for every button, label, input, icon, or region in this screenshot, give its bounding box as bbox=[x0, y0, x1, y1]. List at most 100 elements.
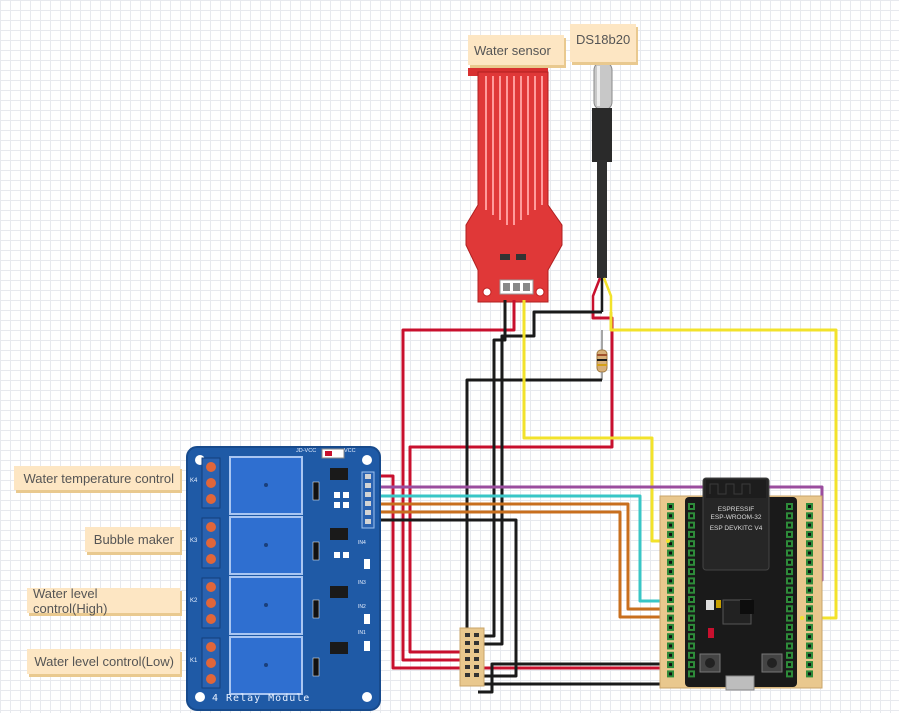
esp32-led bbox=[708, 628, 714, 638]
esp32-pin-hole bbox=[788, 635, 791, 639]
esp32-brand: ESPRESSIF bbox=[717, 506, 755, 513]
esp32-pin-hole bbox=[808, 607, 811, 611]
wire-red-relay-vcc bbox=[372, 474, 472, 670]
relay-jumper-header bbox=[321, 448, 345, 459]
relay-led-in3: IN3 bbox=[358, 580, 366, 586]
esp32-pin-hole bbox=[808, 653, 811, 657]
esp32-pin-hole bbox=[788, 616, 791, 620]
esp32-pin-hole bbox=[788, 625, 791, 629]
esp32-pin-hole bbox=[690, 672, 693, 676]
esp32-pin-hole bbox=[808, 644, 811, 648]
esp32-pin-hole bbox=[788, 663, 791, 667]
esp32-pin-hole bbox=[788, 523, 791, 527]
esp32-boot-button-cap bbox=[705, 658, 715, 668]
optocoupler bbox=[330, 468, 348, 480]
relay-input-pins bbox=[365, 474, 371, 524]
relay-module bbox=[186, 446, 381, 711]
wire-cyan-in3 bbox=[372, 494, 668, 603]
esp32-ic bbox=[740, 600, 754, 614]
relay-small-components bbox=[334, 492, 370, 651]
pullup-resistor bbox=[596, 330, 608, 380]
esp32-pin-hole bbox=[669, 560, 672, 564]
esp32-pin-hole bbox=[808, 532, 811, 536]
esp32-antenna-trace bbox=[709, 483, 751, 495]
relay-terminals bbox=[201, 457, 221, 689]
esp32-pin-hole bbox=[669, 616, 672, 620]
water-sensor-hole-left bbox=[482, 287, 492, 297]
esp32-pin-hole bbox=[808, 672, 811, 676]
wire-yellow-sensor-signal bbox=[522, 300, 668, 543]
esp32-pin-hole bbox=[669, 598, 672, 601]
esp32-pin-hole bbox=[690, 625, 693, 629]
wire-black-sensor-gnd bbox=[472, 300, 507, 638]
relay-channel-k3: K3 bbox=[190, 538, 198, 544]
esp32-module-name: ESP-WROOM-32 bbox=[710, 514, 762, 521]
relay-jumper bbox=[325, 451, 332, 456]
relay-vcc-label: VCC bbox=[344, 448, 356, 454]
wire-red-probe-power bbox=[408, 312, 614, 654]
esp32-pin-hole bbox=[669, 532, 672, 536]
wire-red-sensor-power bbox=[401, 300, 516, 662]
esp32-pin-hole bbox=[669, 672, 672, 676]
relay-diodes bbox=[312, 481, 320, 677]
water-sensor-chip-1 bbox=[500, 254, 510, 260]
esp32-pin-hole bbox=[669, 579, 672, 583]
wire-endpoint bbox=[800, 616, 804, 620]
water-sensor-pin-signal bbox=[523, 283, 530, 291]
esp32-pin-hole bbox=[808, 560, 811, 564]
ds18b20-label: DS18b20 bbox=[570, 24, 636, 62]
optocoupler bbox=[330, 586, 348, 598]
esp32-pin-hole bbox=[788, 653, 791, 657]
junction-board bbox=[459, 627, 485, 687]
water-sensor bbox=[465, 68, 563, 303]
esp32-smd bbox=[706, 600, 714, 610]
esp32-board-name: ESP DEVKITC V4 bbox=[709, 525, 763, 532]
wire-orange-in1 bbox=[372, 510, 668, 619]
esp32-pin-hole bbox=[788, 579, 791, 583]
esp32-pin-hole bbox=[690, 579, 693, 583]
probe-metal-tip bbox=[593, 61, 613, 111]
relay-mount-hole bbox=[195, 692, 205, 702]
esp32-pin-hole bbox=[690, 505, 693, 508]
esp32-right-pins bbox=[786, 503, 813, 678]
esp32-smd bbox=[716, 600, 721, 608]
water-sensor-pin-plus bbox=[513, 283, 520, 291]
junction-breadboard bbox=[459, 627, 485, 687]
water-sensor-hole-right bbox=[535, 287, 545, 297]
ds18b20-probe bbox=[591, 61, 613, 312]
esp32-pin-hole bbox=[669, 663, 672, 667]
esp32-pin-hole bbox=[669, 644, 672, 648]
esp32-pin-hole bbox=[808, 598, 811, 601]
esp32-pin-hole bbox=[788, 607, 791, 611]
esp32-pin-hole bbox=[788, 560, 791, 564]
esp32-pin-hole bbox=[690, 532, 693, 536]
esp32-pin-hole bbox=[690, 542, 693, 546]
esp32-pin-hole bbox=[808, 588, 811, 592]
esp32-antenna bbox=[706, 480, 766, 498]
esp32-pin-hole bbox=[690, 653, 693, 657]
esp32-pin-hole bbox=[669, 514, 672, 518]
esp32-pin-hole bbox=[788, 588, 791, 592]
esp32-pin-hole bbox=[690, 635, 693, 639]
relay-channel-k2: K2 bbox=[190, 598, 198, 604]
esp32-pin-hole bbox=[669, 653, 672, 657]
esp32-devkit bbox=[659, 477, 823, 691]
esp32-pin-hole bbox=[669, 542, 672, 546]
wire-endpoint bbox=[666, 539, 670, 543]
esp32-pin-hole bbox=[808, 523, 811, 527]
wire-black-relay-gnd bbox=[372, 518, 518, 678]
esp32-pin-hole bbox=[690, 616, 693, 620]
esp32-pin-hole bbox=[690, 560, 693, 564]
probe-wire-yellow bbox=[602, 277, 613, 312]
esp32-pin-hole bbox=[788, 598, 791, 601]
esp32-pin-hole bbox=[808, 514, 811, 518]
water-sensor-label: Water sensor bbox=[468, 35, 564, 65]
wire-black-probe-gnd bbox=[472, 310, 602, 646]
esp32-module-shield bbox=[702, 477, 770, 571]
esp32-pin-hole bbox=[669, 570, 672, 574]
esp32-pin-hole bbox=[669, 551, 672, 555]
water-temperature-control-label: Water temperature control bbox=[14, 466, 180, 490]
relay-mount-hole bbox=[362, 692, 372, 702]
relay-led-in1: IN1 bbox=[358, 630, 366, 636]
